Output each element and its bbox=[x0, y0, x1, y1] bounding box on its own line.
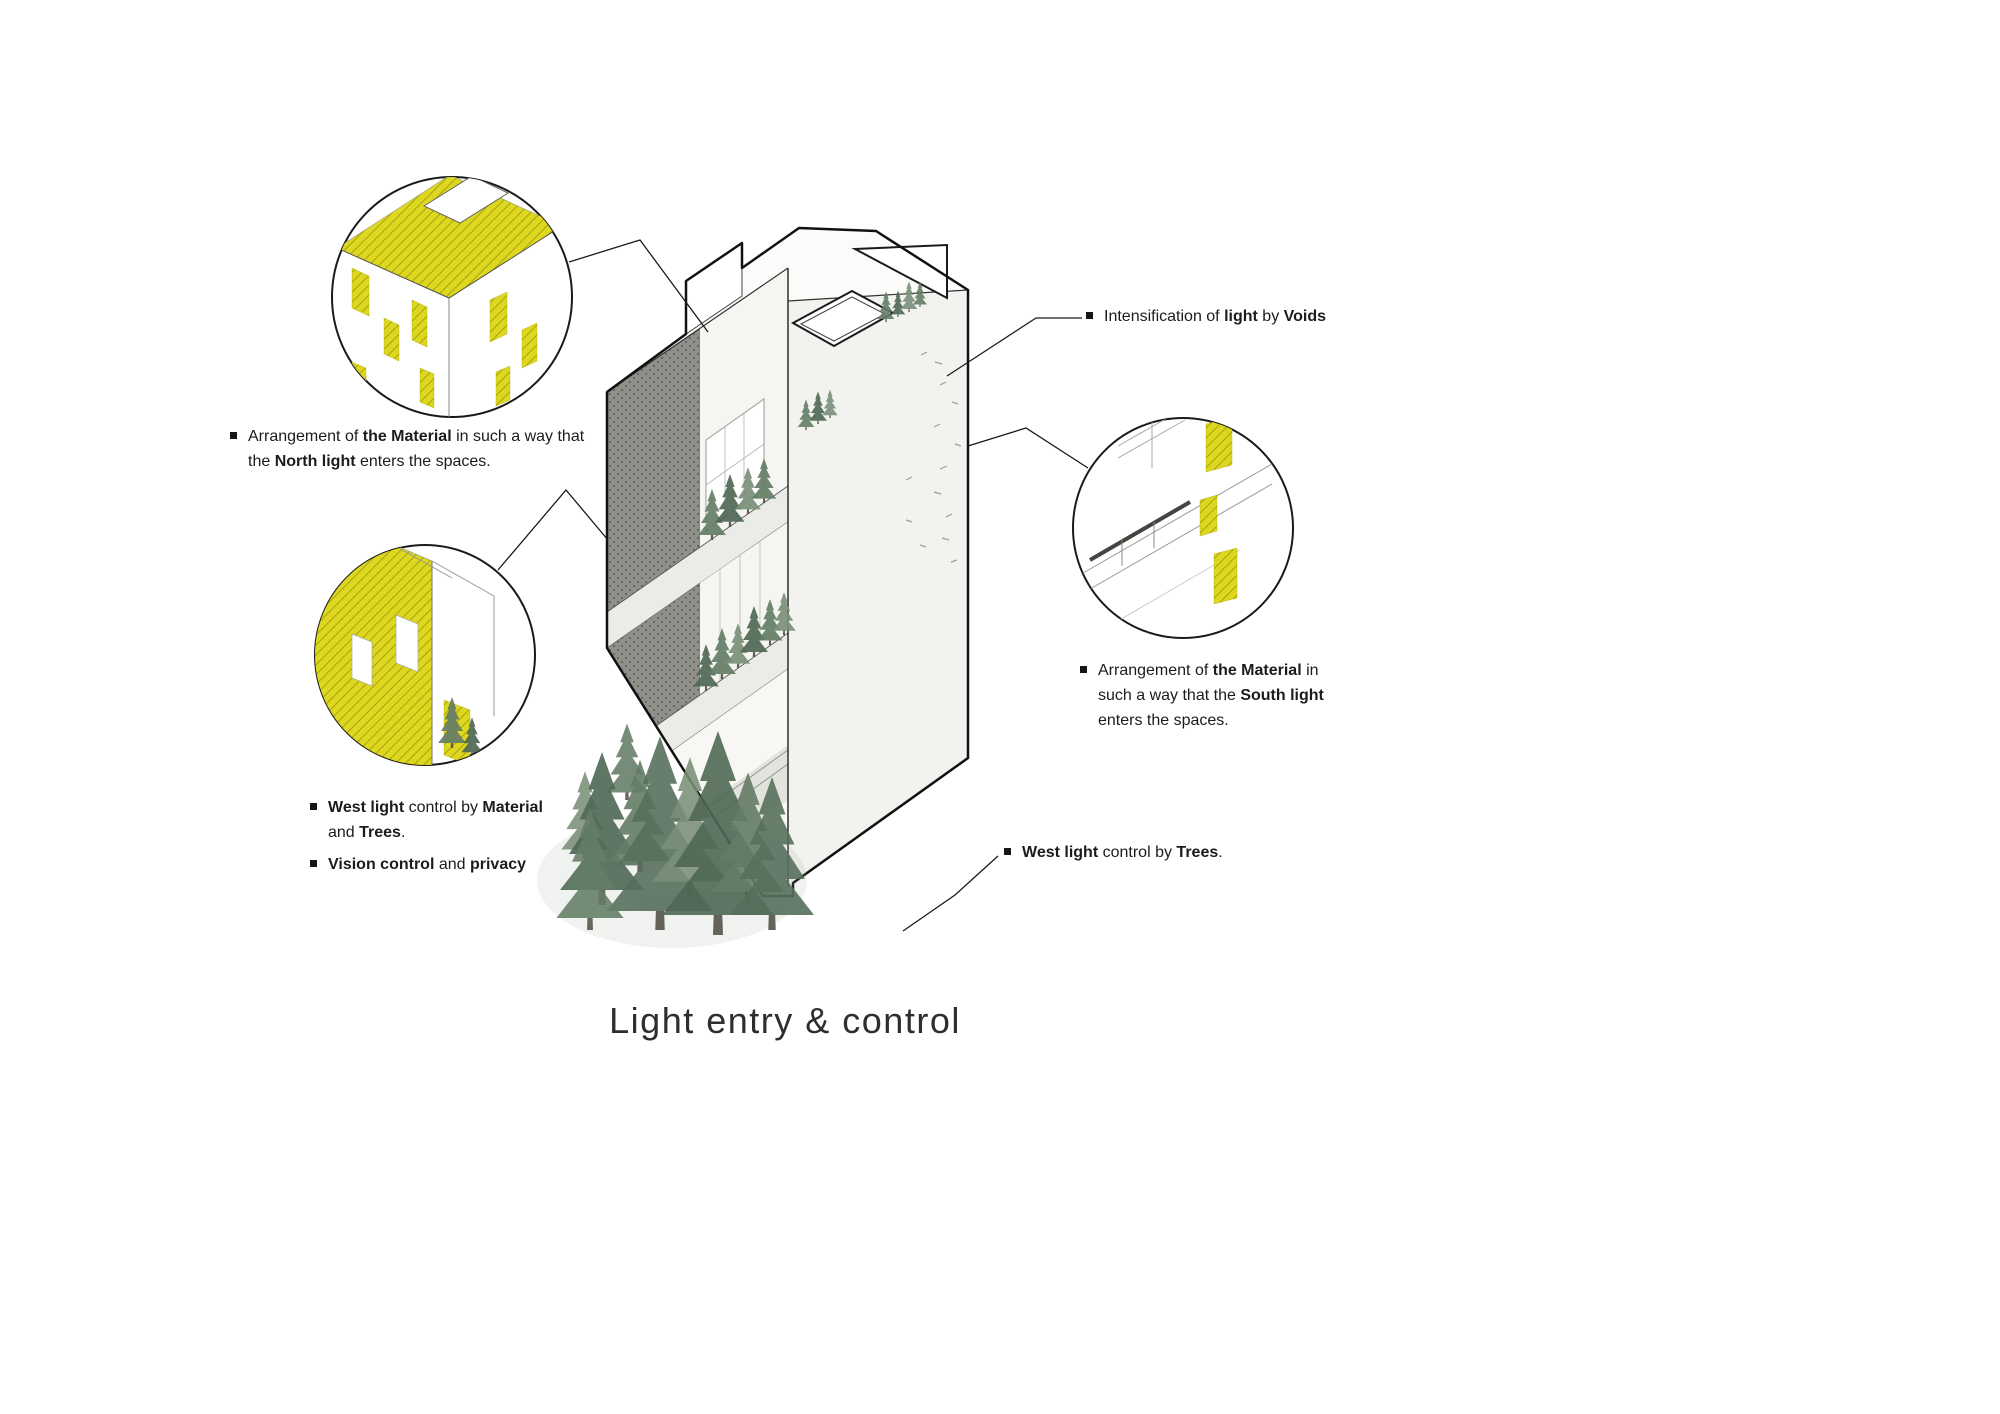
text-segment: by bbox=[1257, 308, 1284, 325]
annotation-text: Arrangement of the Material in such a wa… bbox=[1098, 658, 1324, 733]
material-patch bbox=[1213, 547, 1238, 605]
leader-line-north-callout bbox=[568, 239, 709, 333]
annotation-west-trees: West light control by Trees. bbox=[1004, 840, 1223, 865]
callout-west-facade-detail bbox=[314, 544, 536, 766]
leader-line-voids bbox=[946, 317, 1082, 377]
right-facade bbox=[788, 290, 968, 887]
text-segment: Trees bbox=[359, 824, 401, 841]
floor-band-2 bbox=[656, 633, 788, 751]
annotation-line: Arrangement of the Material in such a wa… bbox=[248, 424, 584, 449]
annotation-text: Vision control and privacy bbox=[328, 852, 526, 877]
annotation-line: West light control by Material bbox=[328, 795, 543, 820]
interior-sill-line bbox=[1077, 483, 1273, 597]
text-segment: privacy bbox=[469, 856, 527, 873]
text-segment: North light bbox=[274, 453, 356, 470]
text-segment: in bbox=[1301, 662, 1319, 679]
annotation-north-light: Arrangement of the Material in such a wa… bbox=[230, 424, 584, 474]
annotation-vision-control: Vision control and privacy bbox=[310, 852, 526, 877]
material-patch bbox=[411, 299, 428, 348]
text-segment: the Material bbox=[1212, 662, 1302, 679]
gable-outline bbox=[389, 545, 495, 716]
material-patch bbox=[383, 317, 400, 362]
text-segment: Arrangement of bbox=[1098, 662, 1213, 679]
callout-south-content bbox=[1077, 418, 1273, 638]
text-segment: Arrangement of bbox=[248, 428, 363, 445]
window-mullion bbox=[705, 443, 765, 486]
material-patch bbox=[419, 367, 435, 409]
text-segment: enters the spaces. bbox=[355, 453, 491, 470]
annotation-text: Intensification of light by Voids bbox=[1104, 304, 1326, 329]
annotation-west-material: West light control by Material and Trees… bbox=[310, 795, 543, 845]
annotation-text: West light control by Material and Trees… bbox=[328, 795, 543, 845]
text-segment: the bbox=[248, 453, 275, 470]
bullet-square-icon bbox=[230, 432, 237, 439]
floor-band-1 bbox=[607, 486, 788, 648]
callout-circle bbox=[1072, 417, 1294, 639]
window-on-yellow bbox=[395, 614, 419, 673]
text-segment: South light bbox=[1240, 687, 1324, 704]
annotation-line: Intensification of light by Voids bbox=[1104, 304, 1326, 329]
roof-box bbox=[422, 177, 510, 224]
text-segment: enters the spaces. bbox=[1098, 712, 1229, 729]
material-patch bbox=[1205, 418, 1233, 473]
leader-line-west-callout bbox=[497, 488, 609, 571]
text-segment: and bbox=[434, 856, 470, 873]
text-segment: and bbox=[328, 824, 360, 841]
bullet-square-icon bbox=[310, 860, 317, 867]
annotation-line: such a way that the South light bbox=[1098, 683, 1324, 708]
annotation-line: Vision control and privacy bbox=[328, 852, 526, 877]
material-patch bbox=[351, 267, 370, 317]
text-segment: Trees bbox=[1176, 844, 1219, 861]
ground-trees bbox=[537, 723, 814, 948]
leader-line-west-trees bbox=[902, 855, 999, 932]
text-segment: Intensification of bbox=[1104, 308, 1225, 325]
text-segment: West light bbox=[1022, 844, 1099, 861]
leader-line-south-callout bbox=[967, 427, 1089, 469]
text-segment: . bbox=[400, 824, 406, 841]
climbing-plant-marks bbox=[905, 351, 962, 563]
window-frame-dark bbox=[1088, 500, 1192, 562]
text-segment: Voids bbox=[1283, 308, 1327, 325]
text-segment: Vision control bbox=[328, 856, 435, 873]
floor-band-2-top-edge bbox=[655, 632, 788, 727]
text-segment: West light bbox=[328, 799, 405, 816]
text-segment: light bbox=[1224, 308, 1258, 325]
building-axonometric bbox=[537, 226, 970, 948]
bullet-square-icon bbox=[1086, 312, 1093, 319]
callout-north-facade-detail bbox=[331, 176, 573, 418]
material-patch bbox=[521, 322, 538, 369]
text-segment: Material bbox=[482, 799, 543, 816]
window-on-yellow bbox=[351, 633, 373, 687]
yellow-material-patches bbox=[1199, 418, 1238, 605]
annotation-line: enters the spaces. bbox=[1098, 708, 1324, 733]
annotation-south-light: Arrangement of the Material in such a wa… bbox=[1080, 658, 1324, 733]
text-segment: such a way that the bbox=[1098, 687, 1241, 704]
diagram-title: Light entry & control bbox=[609, 1000, 961, 1041]
callout-north-content bbox=[336, 177, 563, 417]
material-patch bbox=[489, 291, 508, 343]
material-patch bbox=[495, 365, 511, 407]
text-segment: control by bbox=[1098, 844, 1177, 861]
roof-terrace-face bbox=[607, 228, 968, 392]
material-patch bbox=[1199, 494, 1218, 537]
bullet-square-icon bbox=[1080, 666, 1087, 673]
bullet-square-icon bbox=[1004, 848, 1011, 855]
annotation-line: the North light enters the spaces. bbox=[248, 449, 584, 474]
callout-south-facade-detail bbox=[1072, 417, 1294, 639]
annotation-line: Arrangement of the Material in bbox=[1098, 658, 1324, 683]
annotation-text: Arrangement of the Material in such a wa… bbox=[248, 424, 584, 474]
text-segment: in such a way that bbox=[451, 428, 585, 445]
text-segment: the Material bbox=[362, 428, 452, 445]
annotation-line: and Trees. bbox=[328, 820, 543, 845]
text-segment: control by bbox=[404, 799, 483, 816]
bullet-square-icon bbox=[310, 803, 317, 810]
annotation-line: West light control by Trees. bbox=[1022, 840, 1223, 865]
text-segment: . bbox=[1218, 844, 1223, 861]
annotation-text: West light control by Trees. bbox=[1022, 840, 1223, 865]
leader-lines bbox=[497, 239, 1089, 932]
annotation-voids: Intensification of light by Voids bbox=[1086, 304, 1326, 329]
interior-sill-line bbox=[1077, 463, 1273, 577]
